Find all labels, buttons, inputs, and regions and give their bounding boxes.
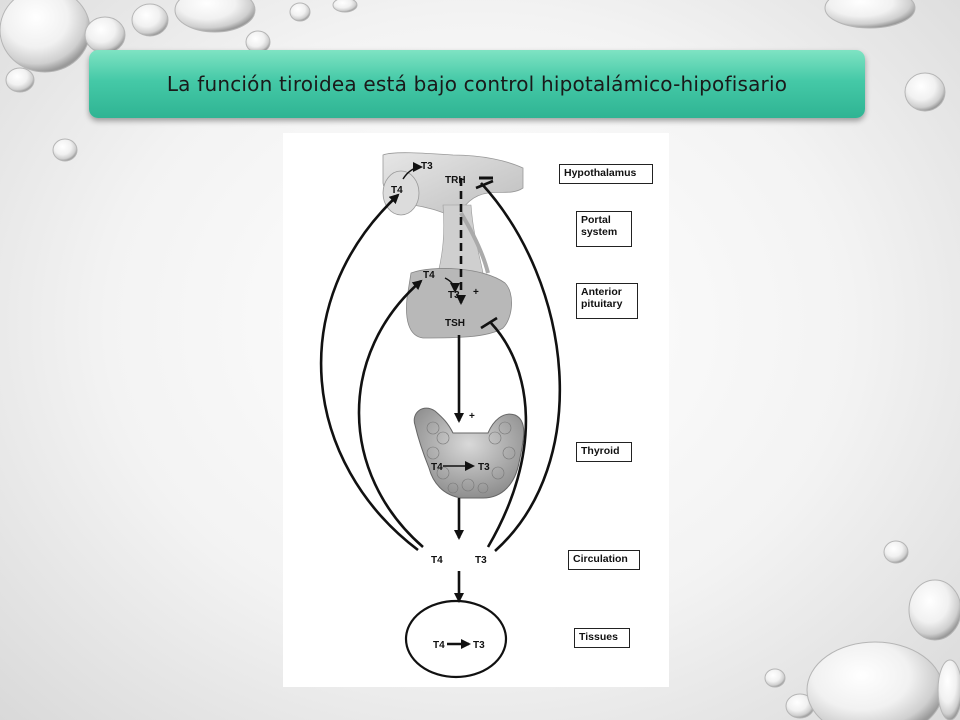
plus-sign-pituitary: +: [473, 287, 479, 298]
hormone-t4-tissues: T4: [433, 640, 445, 651]
label-thyroid: Thyroid: [576, 442, 632, 462]
hormone-t3-thyroid: T3: [478, 462, 490, 473]
arrows: [321, 167, 560, 644]
pituitary-stalk: [438, 205, 488, 273]
hormone-t3-pituitary: T3: [448, 290, 460, 301]
hormone-t4-pituitary: T4: [423, 270, 435, 281]
thyroid-axis-diagram: T4 T3 TRH T4 T3 + TSH + T4 T3 T4 T3 T4 T…: [283, 133, 669, 687]
hormone-tsh: TSH: [445, 318, 465, 329]
label-tissues: Tissues: [574, 628, 630, 648]
hormone-t3-hypothalamus: T3: [421, 161, 433, 172]
hormone-t4-hypothalamus: T4: [391, 185, 403, 196]
plus-sign-thyroid: +: [469, 411, 475, 422]
hormone-t4-circulation: T4: [431, 555, 443, 566]
label-hypothalamus: Hypothalamus: [559, 164, 653, 184]
hormone-trh: TRH: [445, 175, 466, 186]
hormone-t4-thyroid: T4: [431, 462, 443, 473]
slide-title: La función tiroidea está bajo control hi…: [167, 72, 787, 96]
feedback-t4-hypothalamus: [321, 195, 418, 550]
label-circulation: Circulation: [568, 550, 640, 570]
label-portal-system: Portal system: [576, 211, 632, 247]
title-bar: La función tiroidea está bajo control hi…: [89, 50, 865, 118]
tissues-ellipse: [406, 601, 506, 677]
hormone-t3-tissues: T3: [473, 640, 485, 651]
label-anterior-pituitary: Anterior pituitary: [576, 283, 638, 319]
hormone-t3-circulation: T3: [475, 555, 487, 566]
